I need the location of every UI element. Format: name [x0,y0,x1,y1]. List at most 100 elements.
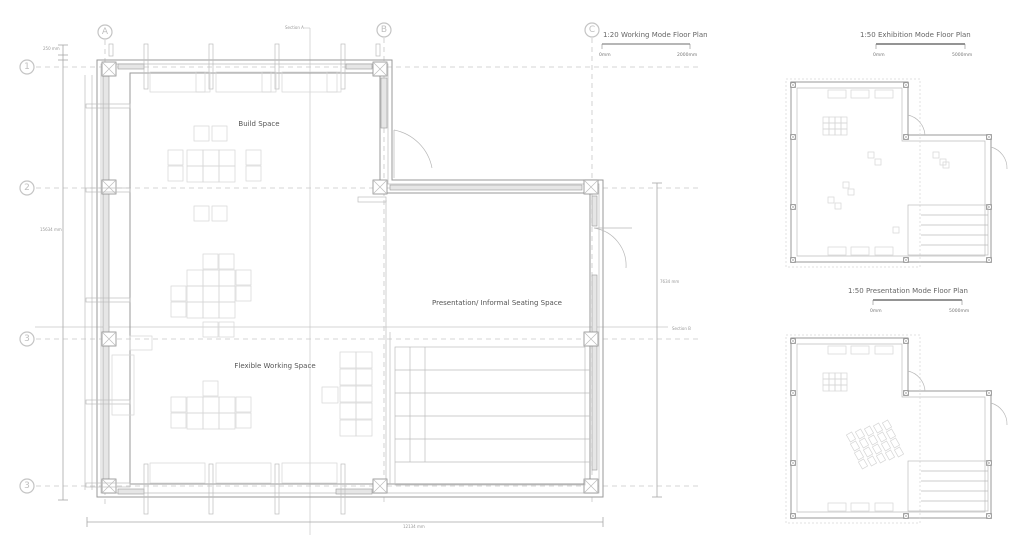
table [834,116,842,124]
display-plinth [827,196,835,204]
column-cross [790,134,796,140]
bench [850,89,870,99]
chair [880,440,892,452]
table [828,128,836,136]
furniture-block [170,285,187,302]
presentation-plan-title-block: 1:50 Presentation Mode Floor Plan 0mm 50… [848,287,969,314]
furniture-block [167,149,184,166]
facade-fin [143,43,149,90]
roof-outline [785,78,921,268]
room-label-build-space: Build Space [238,120,279,128]
bench [281,462,338,484]
seating-tiers [394,346,590,486]
dim-wall-label: 250 mm [43,46,60,51]
grid-bubble-c: C [584,22,600,38]
furniture-block [235,412,252,429]
svg-text:2: 2 [24,183,30,193]
column-cross [986,257,992,263]
room-label-flexible-working: Flexible Working Space [234,362,315,370]
chair [893,446,905,458]
door-swing [907,114,926,136]
furniture-block [202,301,220,319]
furniture-block [186,165,204,183]
grid-bubble-2: 2 [19,180,35,196]
column-cross [790,390,796,396]
bench [215,71,272,93]
furniture-block [170,396,187,413]
left-wall-insulation [102,75,110,482]
furniture-block [235,396,252,413]
bench [850,246,870,256]
seating-tiers [907,204,989,256]
table [840,378,848,386]
furniture-block [245,149,262,166]
svg-text:3: 3 [24,481,30,491]
bench [326,71,342,93]
stair-ladder [129,335,153,351]
table [840,128,848,136]
scale-start-label: 0mm [870,308,882,314]
display-plinth [847,188,855,196]
door-swing [393,129,433,178]
chair [867,434,879,446]
svg-text:B: B [381,25,387,35]
chair [884,449,896,461]
column-cross [101,61,117,77]
room-label-presentation: Presentation/ Informal Seating Space [432,299,562,307]
table [822,378,830,386]
grid-bubble-1: 1 [19,59,35,75]
chair [881,419,893,431]
furniture-block [202,380,219,397]
furniture-block [186,301,204,319]
bench [850,345,870,355]
column-cross [903,257,909,263]
column-cross [903,390,909,396]
facade-fin [85,399,131,405]
table [828,122,836,130]
bench [874,89,894,99]
main-plan-title: 1:20 Working Mode Floor Plan [603,31,708,39]
column-cross [986,390,992,396]
main-plan-title-block: 1:20 Working Mode Floor Plan 0mm 2000mm [599,31,708,58]
furniture-block [202,412,220,430]
furniture-block [202,269,220,287]
bench [827,502,847,512]
roof-outline [785,334,921,524]
furniture-block [339,351,357,369]
chair [885,428,897,440]
bench [149,462,206,484]
svg-text:C: C [589,25,595,35]
bench [874,502,894,512]
grid-bubble-3: 3 [19,331,35,347]
column-cross [101,331,117,347]
chair [872,422,884,434]
column-cross [372,179,388,195]
furniture-block [170,301,187,318]
table [828,372,836,380]
grid-lines [36,38,700,505]
column-cross [372,478,388,494]
main-plan-walls [84,59,604,498]
dim-height-wing-label: 7634 mm [660,279,679,284]
facade-fin [208,43,214,90]
bench [195,71,211,93]
dim-width-total-label: 12134 mm [403,524,425,529]
svg-text:3: 3 [24,334,30,344]
chair [875,452,887,464]
grid-bubble-b: B [376,22,392,38]
table [840,372,848,380]
chair [853,449,865,461]
furniture-block [218,165,236,183]
column-cross [790,257,796,263]
furniture-block [355,419,373,437]
column-cross [903,134,909,140]
exhibition-plan-title: 1:50 Exhibition Mode Floor Plan [860,31,971,39]
furniture-block [355,385,373,403]
furniture-block [193,125,210,142]
chair [857,458,869,470]
furniture-block [202,321,219,338]
exhibition-plan-title-block: 1:50 Exhibition Mode Floor Plan 0mm 5000… [860,31,972,58]
door-swing [907,370,926,392]
column-cross [583,331,599,347]
column-cross [583,179,599,195]
